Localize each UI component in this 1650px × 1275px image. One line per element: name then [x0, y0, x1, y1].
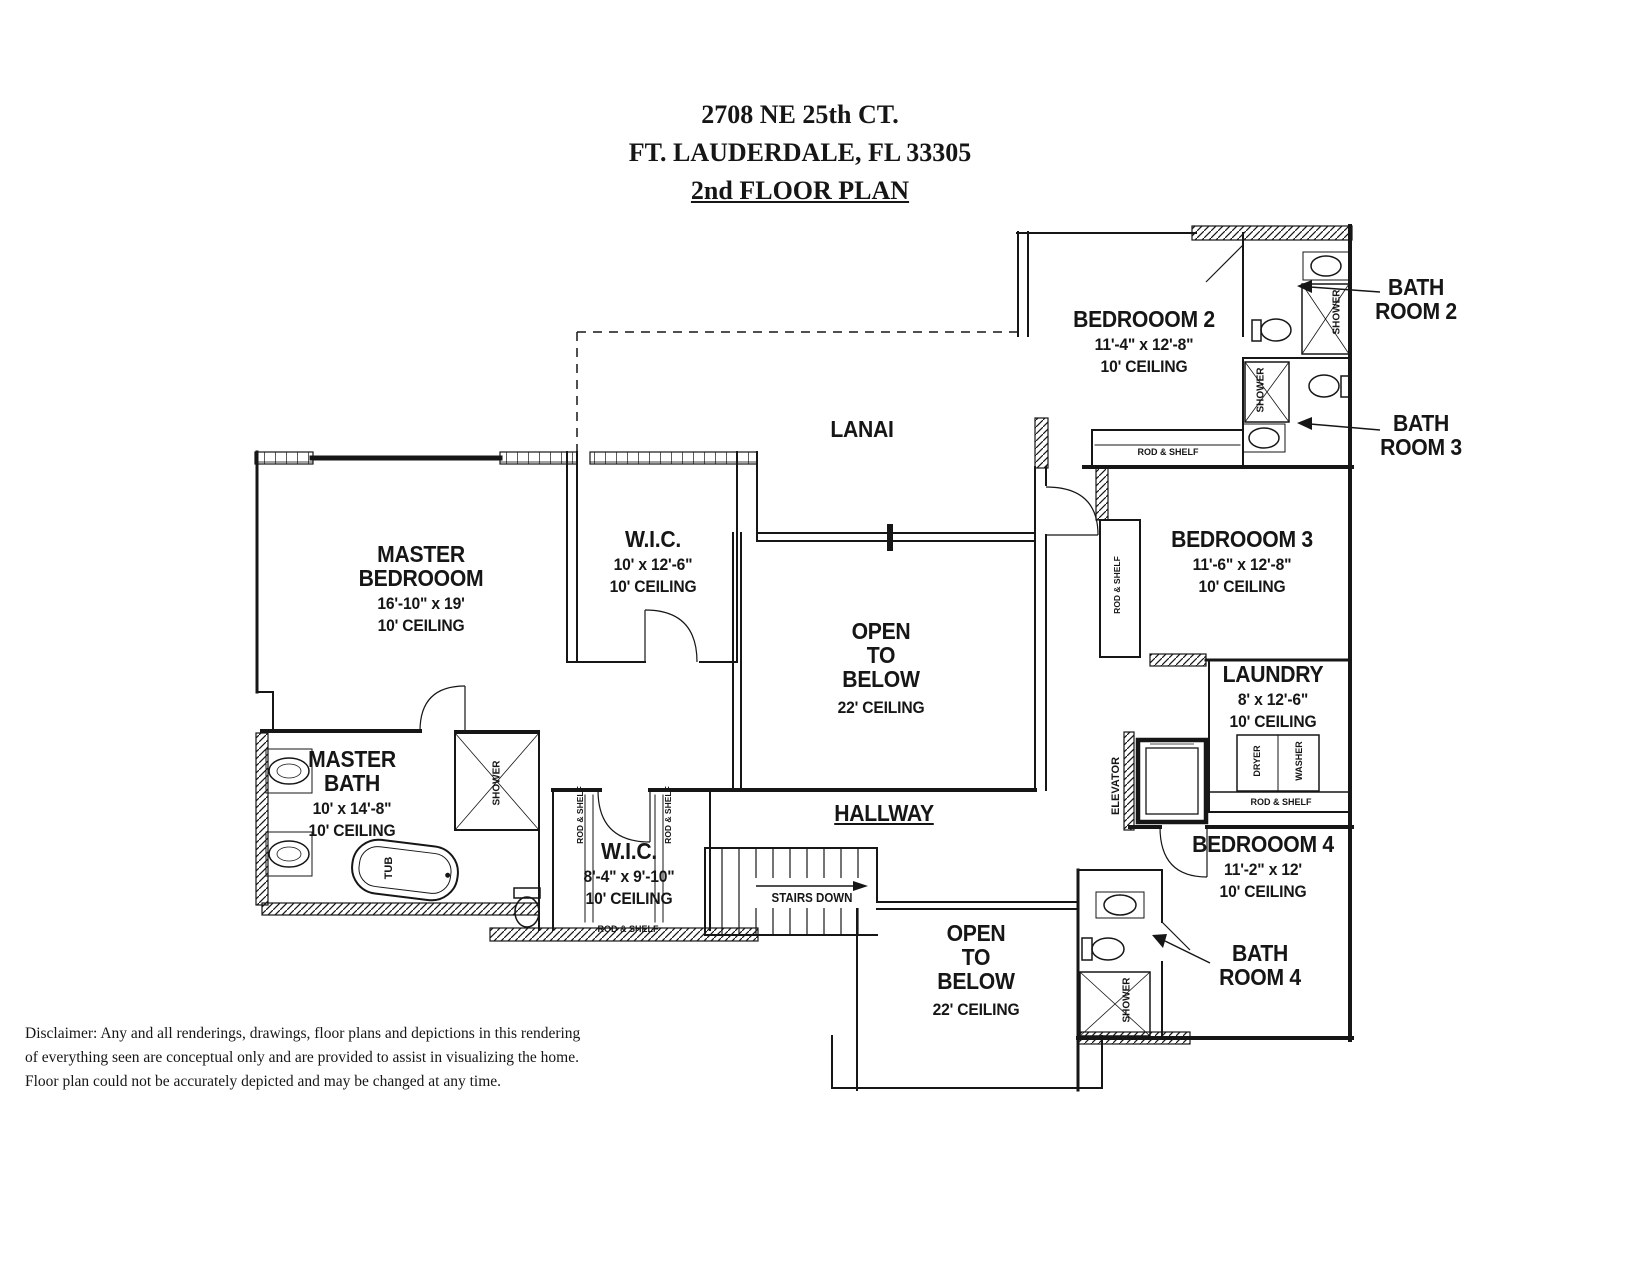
room-dims: 10' x 14'-8": [312, 798, 392, 818]
sink-icon: [265, 831, 313, 877]
room-dims: 11'-6" x 12'-8": [1192, 554, 1292, 574]
label-dryer: DRYER: [1252, 745, 1262, 777]
toilet-icon: [1081, 937, 1125, 961]
room-dims: 8' x 12'-6": [1237, 689, 1309, 709]
bathtub-icon: [351, 838, 459, 902]
page-title-address: 2708 NE 25th CT.: [701, 100, 899, 129]
room-name: W.I.C.: [601, 838, 657, 864]
label-bedroom2: BEDROOOM 2 11'-4" x 12'-8" 10' CEILING: [1073, 306, 1215, 378]
room-dims: 10' x 12'-6": [613, 554, 693, 574]
toilet-icon: [513, 887, 541, 928]
arrow-bathroom3-icon: [1297, 417, 1381, 431]
shower-icon: [454, 732, 540, 831]
label-rod-shelf-closet-top: ROD & SHELF: [1137, 447, 1199, 457]
arrow-bathroom4-icon: [1152, 934, 1211, 964]
toilet-icons: [513, 318, 1351, 961]
label-master-bath: MASTER BATH 10' x 14'-8" 10' CEILING: [308, 746, 396, 842]
room-name: BEDROOOM 2: [1073, 306, 1215, 332]
label-lanai: LANAI: [830, 416, 894, 442]
lanai-dashed-outline: [576, 331, 1018, 452]
shower-icon: [1301, 283, 1350, 355]
room-ceiling: 22' CEILING: [837, 697, 925, 717]
room-ceiling: 10' CEILING: [308, 820, 396, 840]
room-name: BATH ROOM 3: [1380, 410, 1462, 460]
label-shower-bath2: SHOWER: [1331, 289, 1343, 335]
label-open-below-lower: OPEN TO BELOW 22' CEILING: [932, 920, 1020, 1021]
disclaimer-line: Disclaimer: Any and all renderings, draw…: [25, 1025, 581, 1042]
stairs-down-arrow-icon: [756, 881, 868, 891]
room-ceiling: 10' CEILING: [1198, 577, 1286, 596]
label-laundry: LAUNDRY 8' x 12'-6" 10' CEILING: [1222, 661, 1324, 733]
room-name: LAUNDRY: [1222, 661, 1324, 687]
label-rod-shelf-wic2-right: ROD & SHELF: [663, 786, 673, 844]
room-name: MASTER BATH: [308, 746, 396, 796]
sink-icon: [265, 748, 313, 794]
walls: [255, 224, 1354, 1092]
page-title-plan: 2nd FLOOR PLAN: [690, 176, 910, 205]
toilet-icon: [1308, 374, 1351, 398]
room-dims: 11'-2" x 12': [1224, 859, 1302, 879]
label-shower-bath4: SHOWER: [1121, 977, 1133, 1023]
label-tub: TUB: [383, 856, 395, 880]
room-dims: 11'-4" x 12'-8": [1094, 334, 1194, 354]
label-elevator: ELEVATOR: [1110, 756, 1122, 816]
room-ceiling: 10' CEILING: [1219, 882, 1307, 901]
room-name: LANAI: [830, 416, 894, 442]
label-hallway: HALLWAY: [834, 800, 934, 826]
room-dims: 16'-10" x 19': [377, 593, 465, 613]
room-name: OPEN TO BELOW: [842, 618, 920, 692]
label-wic2: W.I.C. 8'-4" x 9'-10" 10' CEILING: [583, 838, 675, 910]
washer-dryer-icon: [1236, 734, 1320, 792]
label-bedroom3: BEDROOOM 3 11'-6" x 12'-8" 10' CEILING: [1171, 526, 1313, 598]
arrow-bathroom2-icon: [1297, 280, 1381, 293]
elevator-shaft: [1135, 737, 1209, 825]
room-ceiling: 10' CEILING: [609, 577, 697, 596]
sink-icon: [1095, 891, 1145, 919]
room-name: BEDROOOM 3: [1171, 526, 1313, 552]
toilet-icon: [1251, 318, 1292, 342]
label-bathroom3: BATH ROOM 3: [1380, 410, 1462, 460]
room-name: HALLWAY: [834, 800, 934, 826]
room-name: BEDROOOM 4: [1192, 831, 1334, 857]
label-bathroom4: BATH ROOM 4: [1219, 940, 1301, 990]
label-rod-shelf-bedroom3: ROD & SHELF: [1112, 556, 1122, 614]
callout-arrows: [1152, 280, 1381, 964]
disclaimer: Disclaimer: Any and all renderings, draw…: [25, 1022, 580, 1094]
room-name: OPEN TO BELOW: [937, 920, 1015, 994]
shower-icon: [1079, 971, 1151, 1037]
label-master-bedroom: MASTER BEDROOOM 16'-10" x 19' 10' CEILIN…: [358, 541, 484, 637]
label-rod-shelf-wic2-left: ROD & SHELF: [575, 786, 585, 844]
room-ceiling: 10' CEILING: [585, 889, 673, 908]
room-name: MASTER BEDROOOM: [358, 541, 484, 591]
sink-icons: [265, 251, 1350, 919]
page-title-city: FT. LAUDERDALE, FL 33305: [628, 138, 972, 167]
label-shower-master: SHOWER: [491, 760, 503, 806]
shower-icons: [454, 283, 1350, 1037]
disclaimer-line: of everything seen are conceptual only a…: [25, 1049, 579, 1067]
room-name: BATH ROOM 4: [1219, 940, 1301, 990]
label-wic1: W.I.C. 10' x 12'-6" 10' CEILING: [609, 526, 697, 598]
room-name: W.I.C.: [625, 526, 681, 552]
label-shower-bath3: SHOWER: [1255, 367, 1267, 413]
door-arcs: [419, 244, 1244, 951]
label-rod-shelf-wic2-bottom: ROD & SHELF: [597, 924, 659, 934]
room-ceiling: 22' CEILING: [932, 999, 1020, 1019]
shower-icon: [1244, 361, 1290, 423]
label-bedroom4: BEDROOOM 4 11'-2" x 12' 10' CEILING: [1192, 831, 1334, 903]
window-walls: [254, 451, 758, 465]
disclaimer-line: Floor plan could not be accurately depic…: [25, 1073, 502, 1091]
room-ceiling: 10' CEILING: [1229, 712, 1317, 731]
sink-icon: [1302, 251, 1350, 281]
label-bathroom2: BATH ROOM 2: [1375, 274, 1457, 324]
sink-icon: [1242, 423, 1286, 453]
room-ceiling: 10' CEILING: [1100, 357, 1188, 376]
room-name: BATH ROOM 2: [1375, 274, 1457, 324]
label-rod-shelf-laundry: ROD & SHELF: [1250, 797, 1312, 807]
label-washer: WASHER: [1294, 741, 1304, 781]
room-dims: 8'-4" x 9'-10": [583, 866, 675, 886]
label-stairs-down: STAIRS DOWN: [771, 891, 853, 905]
room-ceiling: 10' CEILING: [377, 615, 465, 635]
label-open-below-upper: OPEN TO BELOW 22' CEILING: [837, 618, 925, 719]
